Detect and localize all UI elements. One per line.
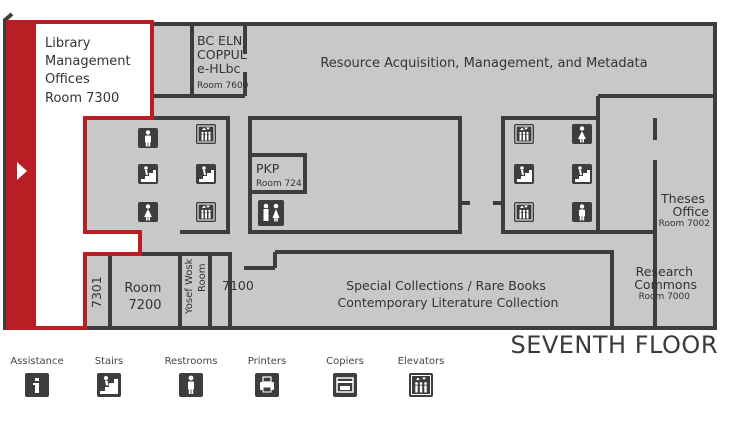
elevator-icon bbox=[513, 123, 535, 145]
legend-stairs: Stairs bbox=[74, 356, 144, 401]
room-research-number: Room 7000 bbox=[639, 292, 691, 302]
stairs-icon bbox=[572, 164, 592, 184]
stairs-icon bbox=[196, 164, 216, 184]
room-7301-label: 7301 bbox=[89, 276, 104, 308]
legend-label: Copiers bbox=[326, 356, 364, 367]
room-resource-acquisition-label: Resource Acquisition, Management, and Me… bbox=[320, 56, 647, 71]
expand-arrow-icon[interactable] bbox=[17, 162, 27, 180]
room-7200-label: Room 7200 bbox=[124, 281, 165, 313]
room-theses-number: Room 7002 bbox=[659, 219, 710, 229]
legend-label: Printers bbox=[247, 356, 287, 367]
printer-icon bbox=[255, 373, 279, 397]
elevator-icon bbox=[513, 201, 535, 223]
room-research-label: Research Commons bbox=[634, 264, 697, 292]
restroom-women-icon bbox=[138, 202, 158, 222]
legend-copiers: Copiers bbox=[310, 356, 380, 401]
restroom-women-icon bbox=[572, 124, 592, 144]
room-pkp-number: Room 724 bbox=[256, 179, 302, 189]
room-7100-label: 7100 bbox=[222, 278, 254, 293]
room-pkp-label: PKP bbox=[256, 161, 280, 176]
elevator-icon bbox=[409, 373, 433, 397]
restroom-men-icon bbox=[138, 128, 158, 148]
room-yosef-wosk-room: Room bbox=[197, 264, 208, 292]
copier-icon bbox=[333, 373, 357, 397]
elevator-icon bbox=[195, 201, 217, 223]
legend-label: Assistance bbox=[10, 356, 64, 367]
legend-printers: Printers bbox=[232, 356, 302, 401]
restroom-men-icon bbox=[572, 202, 592, 222]
room-bc-eln-label: BC ELN COPPUL e-HLbc bbox=[197, 33, 251, 76]
info-icon bbox=[25, 373, 49, 397]
map-legend: Assistance Stairs Restrooms Printers Cop… bbox=[0, 356, 480, 416]
legend-elevators: Elevators bbox=[386, 356, 456, 401]
legend-label: Elevators bbox=[397, 356, 445, 367]
stairs-icon bbox=[138, 164, 158, 184]
room-special-collections-label: Special Collections / Rare Books Contemp… bbox=[338, 278, 559, 310]
legend-label: Restrooms bbox=[164, 356, 218, 367]
elevator-icon bbox=[195, 123, 217, 145]
room-theses-label: Theses Office bbox=[660, 191, 709, 219]
legend-assistance: Assistance bbox=[2, 356, 72, 401]
legend-label: Stairs bbox=[94, 356, 124, 367]
building-walls bbox=[3, 12, 717, 330]
restroom-icon bbox=[179, 373, 203, 397]
library-management-highlight[interactable] bbox=[6, 20, 154, 330]
floor-title: SEVENTH FLOOR bbox=[510, 331, 718, 359]
legend-restrooms: Restrooms bbox=[156, 356, 226, 401]
room-bc-eln-number: Room 7600 bbox=[197, 81, 249, 91]
room-yosef-wosk-name: Yosef Wosk bbox=[184, 258, 195, 315]
restroom-icon bbox=[258, 200, 284, 226]
stairs-icon bbox=[97, 373, 121, 397]
stairs-icon bbox=[514, 164, 534, 184]
room-library-management-label: Library Management Offices Room 7300 bbox=[45, 36, 135, 106]
